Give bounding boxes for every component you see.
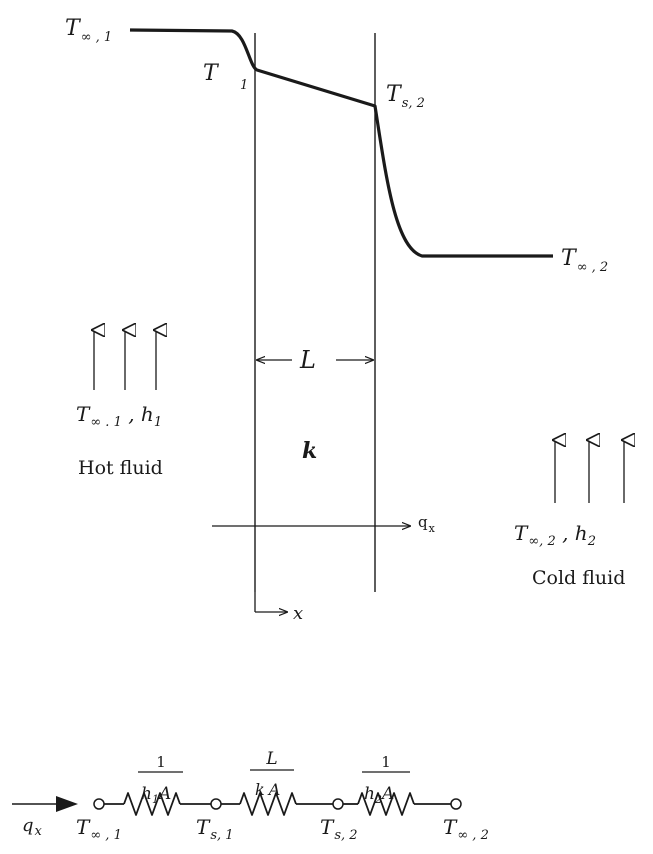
resistance-label-convection-cold: 1 h2A xyxy=(362,753,410,806)
cold-fluid-flow-arrows xyxy=(555,440,624,503)
node-t-inf-1 xyxy=(93,798,105,810)
cold-fluid-label: Cold fluid xyxy=(532,567,625,589)
svg-text:1: 1 xyxy=(240,78,248,93)
resistor-convection-hot xyxy=(123,792,181,816)
resistor-convection-cold xyxy=(357,792,415,816)
svg-text:Ts, 2: Ts, 2 xyxy=(386,82,425,111)
svg-text:h2A: h2A xyxy=(364,784,394,806)
svg-text:T∞ . 1 , h1: T∞ . 1 , h1 xyxy=(76,402,162,430)
svg-text:T∞, 2 , h2: T∞, 2 , h2 xyxy=(514,521,596,549)
svg-text:qx: qx xyxy=(418,513,436,535)
heat-flux-label: qx xyxy=(418,513,436,535)
svg-text:T: T xyxy=(203,61,220,86)
svg-text:h1A: h1A xyxy=(141,784,171,806)
circuit-heat-flux-arrowhead xyxy=(56,796,78,812)
node-label-t-s1: Ts, 1 xyxy=(196,815,234,843)
temperature-profile-curve xyxy=(129,28,553,258)
node-label-t-inf-1: T∞ , 1 xyxy=(76,815,122,843)
svg-text:L: L xyxy=(265,749,277,769)
hot-fluid-flow-arrows xyxy=(94,330,156,390)
t-s2-label: Ts, 2 xyxy=(386,82,425,111)
circuit-heat-flux-label: qx xyxy=(22,815,43,839)
cold-fluid-conditions: T∞, 2 , h2 xyxy=(514,521,596,549)
t-inf-2-label: T∞ , 2 xyxy=(561,246,608,275)
svg-text:T∞ , 1: T∞ , 1 xyxy=(65,16,112,45)
svg-text:Ts, 1: Ts, 1 xyxy=(196,815,234,843)
thickness-label: L xyxy=(299,346,316,374)
node-t-s1 xyxy=(210,798,222,810)
node-label-t-inf-2: T∞ , 2 xyxy=(443,815,489,843)
t-inf-1-label: T∞ , 1 xyxy=(65,16,112,45)
t-s1-label: T 1 xyxy=(203,61,248,93)
node-t-s2 xyxy=(332,798,344,810)
svg-text:T∞ , 2: T∞ , 2 xyxy=(443,815,489,843)
conductivity-label: k xyxy=(302,438,317,464)
thermal-circuit xyxy=(104,792,451,816)
circuit-nodes xyxy=(93,798,462,810)
node-label-t-s2: Ts, 2 xyxy=(320,815,358,843)
resistance-label-convection-hot: 1 h1A xyxy=(138,753,183,806)
svg-text:T∞ , 1: T∞ , 1 xyxy=(76,815,122,843)
svg-text:qx: qx xyxy=(22,815,43,839)
svg-text:1: 1 xyxy=(381,753,391,771)
svg-text:T∞ , 2: T∞ , 2 xyxy=(561,246,608,275)
hot-fluid-conditions: T∞ . 1 , h1 xyxy=(76,402,162,430)
x-axis-label: x xyxy=(293,603,303,624)
resistor-conduction xyxy=(239,792,297,816)
svg-text:1: 1 xyxy=(156,753,166,771)
svg-text:Ts, 2: Ts, 2 xyxy=(320,815,358,843)
node-t-inf-2 xyxy=(450,798,462,810)
hot-fluid-label: Hot fluid xyxy=(78,457,163,479)
